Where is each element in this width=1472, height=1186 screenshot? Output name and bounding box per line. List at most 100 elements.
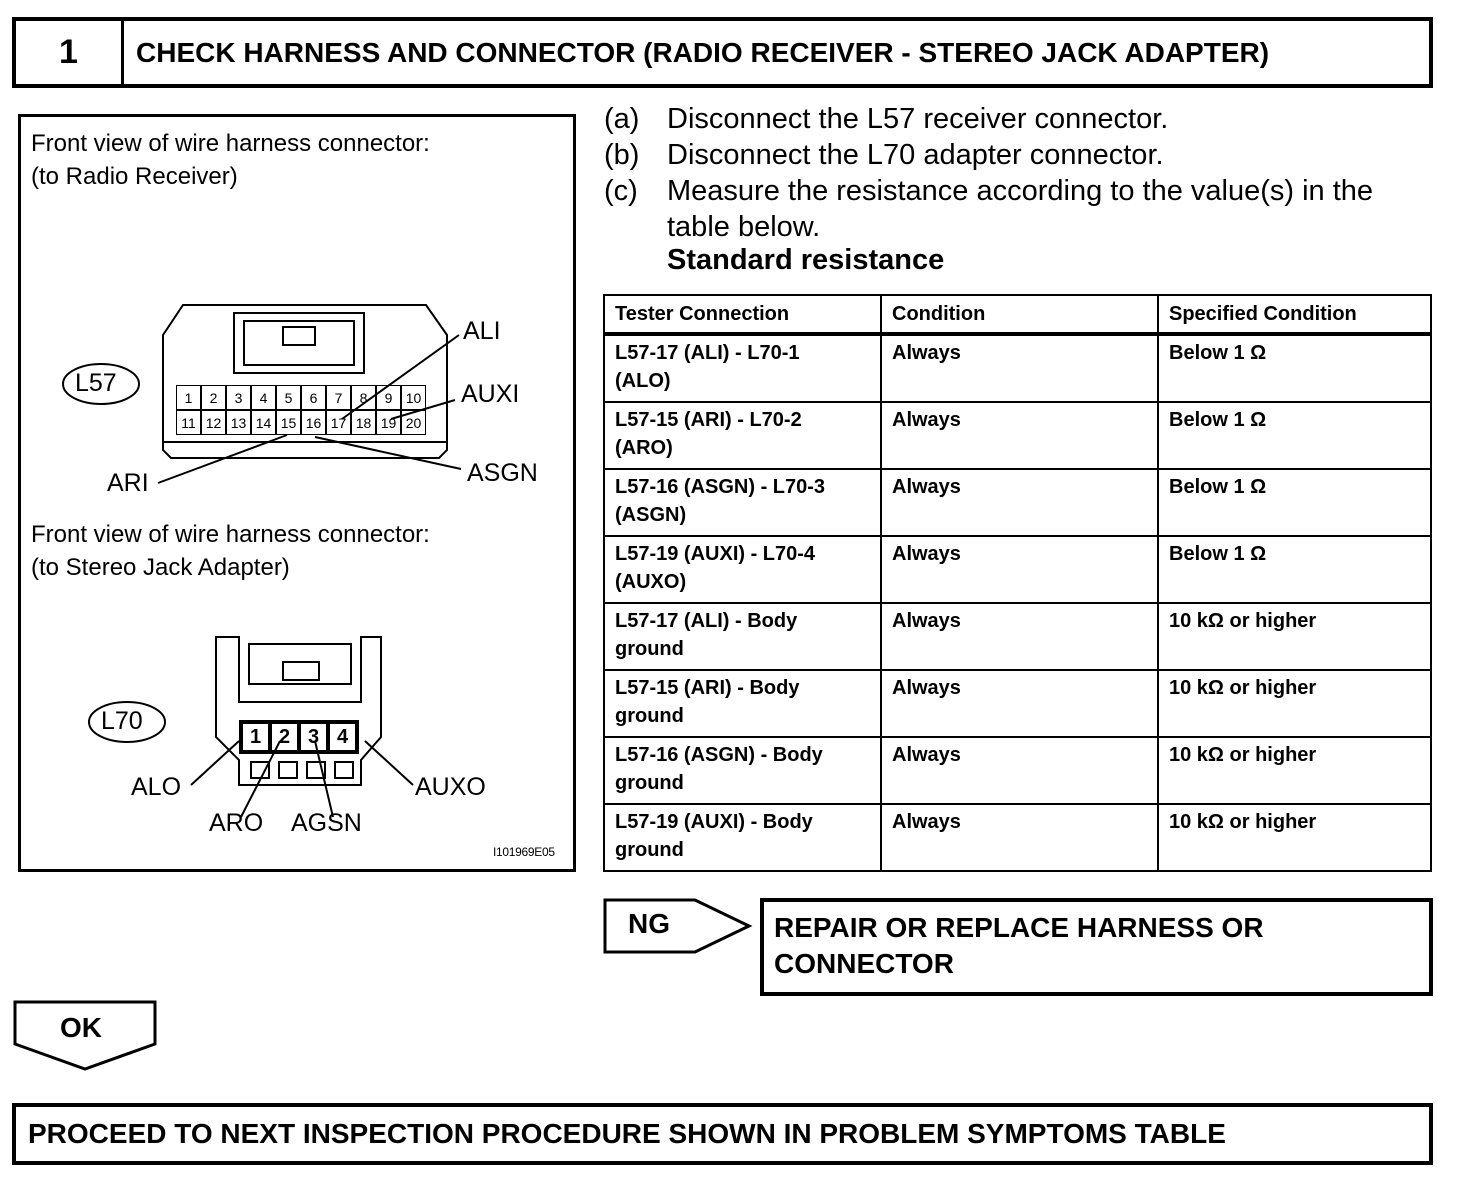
- header-tester-connection: Tester Connection: [603, 294, 882, 336]
- cell-line: L57-19 (AUXI) - L70-4: [615, 543, 816, 565]
- ng-result-line: REPAIR OR REPLACE HARNESS OR: [774, 912, 1264, 943]
- pin-cell: 13: [226, 410, 251, 435]
- cell-line: L57-19 (AUXI) - Body: [615, 811, 813, 833]
- l70-slot: [334, 761, 354, 779]
- cell-specified-condition: 10 kΩ or higher: [1157, 669, 1432, 738]
- pin-cell: 18: [351, 410, 376, 435]
- l57-latch-tab: [282, 326, 316, 346]
- figure-caption-receiver: Front view of wire harness connector: (t…: [31, 127, 430, 193]
- pin-cell: 8: [351, 385, 376, 410]
- cell-condition: Always: [880, 803, 1159, 872]
- step-letter: (c): [604, 175, 638, 207]
- callout-auxi: AUXI: [461, 380, 520, 408]
- alo-leader: [190, 740, 240, 786]
- callout-agsn: AGSN: [291, 809, 362, 837]
- asgn-leader: [314, 436, 462, 470]
- cell-tester-connection: L57-15 (ARI) - Body ground: [603, 669, 882, 738]
- cell-line: ground: [615, 705, 684, 727]
- cell-condition: Always: [880, 468, 1159, 537]
- ok-arrow: [13, 1000, 157, 1071]
- step-number: 1: [16, 21, 124, 84]
- cell-condition: Always: [880, 535, 1159, 604]
- table-header-row: Tester Connection Condition Specified Co…: [603, 294, 1432, 336]
- step-text: table below.: [667, 211, 821, 243]
- cell-condition: Always: [880, 669, 1159, 738]
- cell-specified-condition: 10 kΩ or higher: [1157, 736, 1432, 805]
- pin-cell: 4: [251, 385, 276, 410]
- l70-oval: [88, 701, 166, 743]
- cell-line: L57-16 (ASGN) - L70-3: [615, 476, 826, 498]
- pin-cell: 5: [276, 385, 301, 410]
- pin-cell: 16: [301, 410, 326, 435]
- cell-line: L57-15 (ARI) - L70-2: [615, 409, 802, 431]
- cell-line: ground: [615, 839, 684, 861]
- resistance-table: Tester Connection Condition Specified Co…: [603, 294, 1432, 872]
- l57-label: L57: [75, 369, 117, 397]
- cell-condition: Always: [880, 401, 1159, 470]
- l70-slot: [250, 761, 270, 779]
- cell-line: (ASGN): [615, 504, 687, 526]
- cell-tester-connection: L57-19 (AUXI) - Body ground: [603, 803, 882, 872]
- callout-alo: ALO: [131, 773, 182, 801]
- cell-line: L57-17 (ALI) - L70-1: [615, 342, 800, 364]
- l70-slot: [278, 761, 298, 779]
- cell-line: L57-17 (ALI) - Body: [615, 610, 798, 632]
- pin-cell: 7: [326, 385, 351, 410]
- pin-cell: 4: [328, 722, 357, 752]
- step-a: (a)Disconnect the L57 receiver connector…: [604, 101, 1373, 137]
- pin-cell: 14: [251, 410, 276, 435]
- cell-line: L57-15 (ARI) - Body: [615, 677, 800, 699]
- cell-condition: Always: [880, 736, 1159, 805]
- pin-cell: 12: [201, 410, 226, 435]
- l57-oval: [62, 363, 140, 405]
- callout-aro: ARO: [209, 809, 264, 837]
- pin-cell: 1: [241, 722, 270, 752]
- standard-resistance-heading: Standard resistance: [667, 244, 945, 276]
- callout-ali: ALI: [463, 317, 501, 345]
- cell-line: (ALO): [615, 370, 671, 392]
- callout-asgn: ASGN: [467, 459, 538, 487]
- caption-line: (to Stereo Jack Adapter): [31, 554, 290, 581]
- cell-condition: Always: [880, 602, 1159, 671]
- pin-cell: 2: [270, 722, 299, 752]
- caption-line: Front view of wire harness connector:: [31, 521, 430, 548]
- step-text: Disconnect the L70 adapter connector.: [667, 139, 1164, 171]
- l57-latch: [233, 312, 365, 374]
- cell-specified-condition: 10 kΩ or higher: [1157, 602, 1432, 671]
- ng-result-line: CONNECTOR: [774, 948, 954, 979]
- cell-specified-condition: 10 kΩ or higher: [1157, 803, 1432, 872]
- caption-line: Front view of wire harness connector:: [31, 130, 430, 157]
- cell-tester-connection: L57-19 (AUXI) - L70-4(AUXO): [603, 535, 882, 604]
- connector-figure: Front view of wire harness connector: (t…: [18, 114, 576, 872]
- ng-arrow: [603, 898, 753, 954]
- ng-result-box: REPAIR OR REPLACE HARNESS OR CONNECTOR: [760, 898, 1433, 996]
- proceed-box: PROCEED TO NEXT INSPECTION PROCEDURE SHO…: [12, 1103, 1433, 1165]
- l57-connector-body: [162, 304, 448, 459]
- cell-line: ground: [615, 772, 684, 794]
- cell-line: (ARO): [615, 437, 673, 459]
- ok-label: OK: [60, 1012, 102, 1043]
- connector-drawing: [62, 304, 462, 818]
- caption-line: (to Radio Receiver): [31, 163, 238, 190]
- pin-cell: 6: [301, 385, 326, 410]
- step-c: (c)Measure the resistance according to t…: [604, 173, 1373, 209]
- cell-specified-condition: Below 1 Ω: [1157, 535, 1432, 604]
- pin-cell: 17: [326, 410, 351, 435]
- pin-cell: 2: [201, 385, 226, 410]
- pin-cell: 19: [376, 410, 401, 435]
- step-b: (b)Disconnect the L70 adapter connector.: [604, 137, 1373, 173]
- l70-label: L70: [101, 707, 143, 735]
- pin-cell: 11: [176, 410, 201, 435]
- procedure-steps: (a)Disconnect the L57 receiver connector…: [604, 101, 1373, 245]
- l70-latch-tab: [282, 661, 320, 681]
- pin-cell: 3: [226, 385, 251, 410]
